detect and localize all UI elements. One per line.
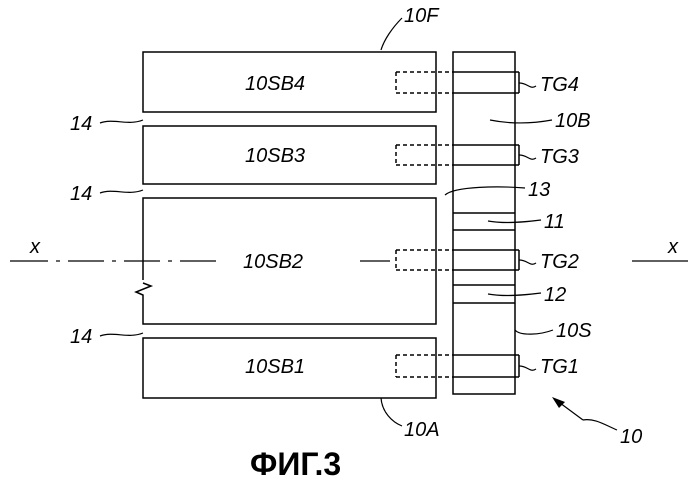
terminal-label-tg2: TG2 bbox=[540, 251, 579, 273]
label-10f: 10F bbox=[404, 5, 440, 27]
label-13: 13 bbox=[528, 179, 550, 201]
label-10b: 10B bbox=[555, 110, 591, 132]
block-label-10sb4: 10SB4 bbox=[245, 73, 305, 95]
terminal-tg2 bbox=[396, 250, 519, 270]
label-14-upper: 14 bbox=[70, 113, 92, 135]
label-12: 12 bbox=[544, 284, 566, 306]
block-label-10sb3: 10SB3 bbox=[245, 145, 305, 167]
terminal-label-tg1: TG1 bbox=[540, 356, 579, 378]
figure-caption: ФИГ.3 bbox=[250, 446, 341, 482]
terminal-tg1 bbox=[396, 355, 519, 377]
label-14-middle: 14 bbox=[70, 183, 92, 205]
arrow-10 bbox=[552, 397, 583, 420]
label-11: 11 bbox=[544, 211, 565, 233]
terminal-tg3 bbox=[396, 145, 519, 165]
label-10: 10 bbox=[620, 426, 642, 448]
terminal-label-tg3: TG3 bbox=[540, 146, 579, 168]
terminal-label-tg4: TG4 bbox=[540, 74, 579, 96]
block-label-10sb1: 10SB1 bbox=[245, 356, 305, 378]
label-10a: 10A bbox=[404, 419, 440, 441]
terminal-tg4 bbox=[396, 72, 519, 93]
axis-label-right: x bbox=[667, 236, 679, 258]
block-label-10sb2: 10SB2 bbox=[243, 251, 303, 273]
axis-label-left: x bbox=[29, 236, 41, 258]
label-10s: 10S bbox=[556, 320, 592, 342]
label-14-lower: 14 bbox=[70, 326, 92, 348]
